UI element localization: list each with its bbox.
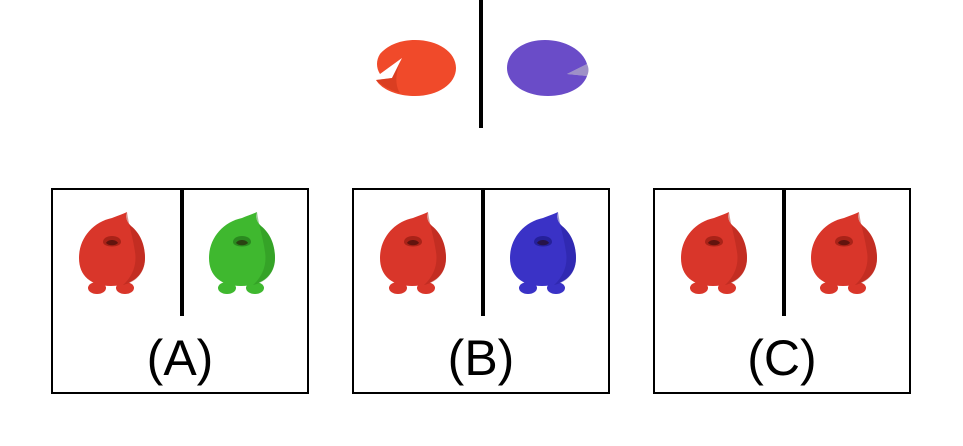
creature-body	[209, 212, 275, 286]
option-divider	[481, 190, 485, 316]
round-creature-icon	[205, 212, 281, 296]
creature-mouth-inner	[537, 240, 549, 246]
creature-shade	[424, 212, 446, 285]
creature-mouth-inner	[838, 240, 850, 246]
option-label: (A)	[146, 330, 214, 386]
option-a[interactable]: (A)	[51, 188, 309, 394]
creature-body	[811, 212, 877, 286]
round-creature-icon	[376, 212, 452, 296]
option-divider	[180, 190, 184, 316]
creature-body	[79, 212, 145, 286]
chipped-disc-icon	[503, 36, 593, 102]
option-b[interactable]: (B)	[352, 188, 610, 394]
option-label: (C)	[747, 330, 817, 386]
creature-body	[510, 212, 576, 286]
disc-body	[507, 40, 587, 96]
creature-shade	[554, 212, 576, 285]
creature-mouth-inner	[708, 240, 720, 246]
round-creature-icon	[807, 212, 883, 296]
creature-body	[380, 212, 446, 286]
creature-mouth-inner	[407, 240, 419, 246]
example-divider	[479, 0, 483, 128]
option-divider	[782, 190, 786, 316]
disc-notch-shade	[376, 58, 402, 93]
creature-body	[681, 212, 747, 286]
creature-mouth-inner	[106, 240, 118, 246]
creature-shade	[855, 212, 877, 285]
round-creature-icon	[506, 212, 582, 296]
option-c[interactable]: (C)	[653, 188, 911, 394]
creature-mouth-inner	[236, 240, 248, 246]
creature-shade	[123, 212, 145, 285]
round-creature-icon	[75, 212, 151, 296]
creature-shade	[725, 212, 747, 285]
disc-notch-shade	[567, 64, 589, 76]
creature-shade	[253, 212, 275, 285]
round-creature-icon	[677, 212, 753, 296]
chipped-disc-icon	[370, 36, 460, 102]
option-label: (B)	[447, 330, 515, 386]
